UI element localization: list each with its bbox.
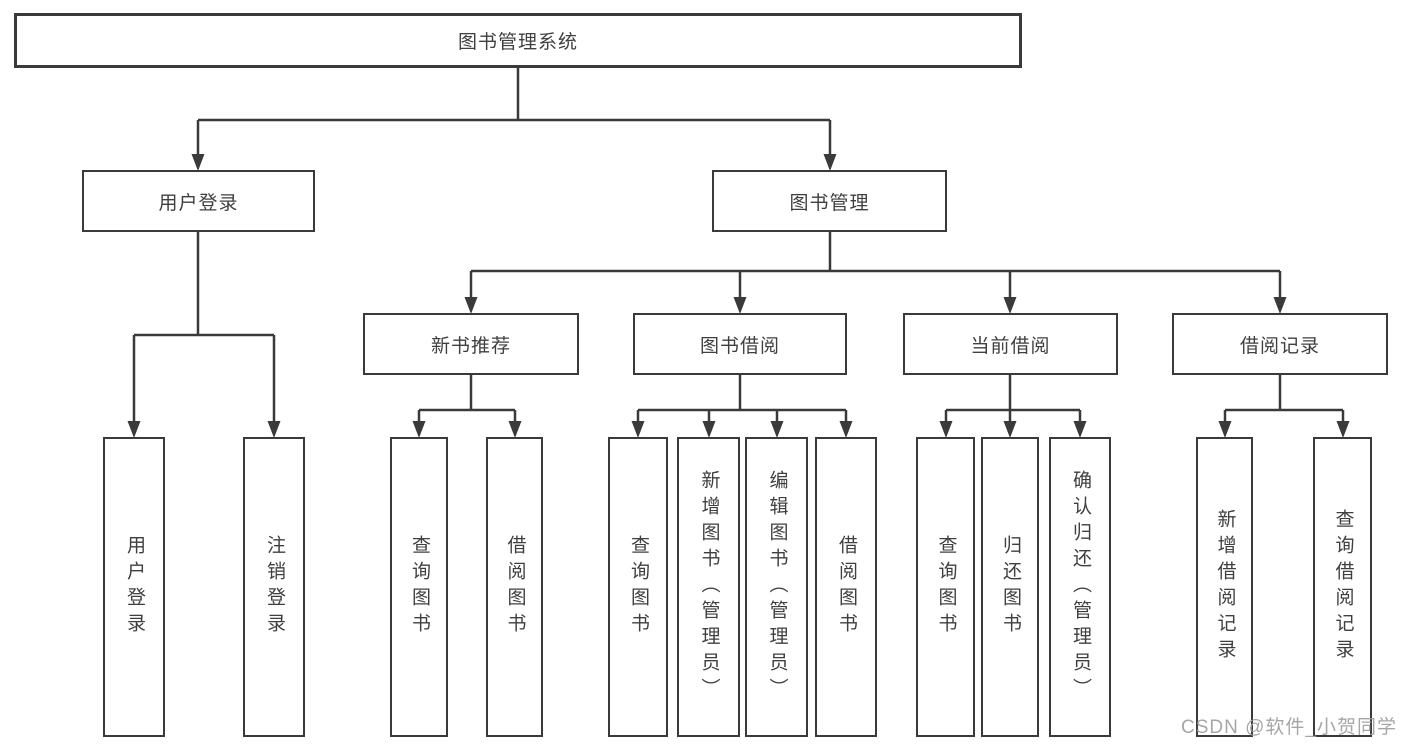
connector-bookmgmt-to-level3 [464,232,1287,314]
connector-bookborrow-to-leaves [631,375,853,438]
leaf-borrow-add-books-admin: 新增图书（管理员） [677,437,740,737]
node-user-login: 用户登录 [82,170,315,232]
node-book-management: 图书管理 [712,170,947,232]
node-book-borrow: 图书借阅 [633,313,847,375]
connector-newbooks-to-leaves [412,375,522,438]
connector-borrowrecords-to-leaves [1218,375,1350,438]
leaf-current-query-books: 查询图书 [916,437,975,737]
leaf-borrow-query-books: 查询图书 [608,437,668,737]
leaf-borrow-edit-books-admin: 编辑图书（管理员） [745,437,808,737]
leaf-newbooks-query-books: 查询图书 [390,437,448,737]
connector-root-to-level2 [191,68,837,171]
node-current-borrow: 当前借阅 [903,313,1118,375]
node-library-management-system: 图书管理系统 [14,13,1022,68]
leaf-borrow-borrow-books: 借阅图书 [815,437,877,737]
node-new-book-recommend: 新书推荐 [363,313,579,375]
connector-userlogin-to-leaves [127,232,281,438]
leaf-records-add-record: 新增借阅记录 [1196,437,1253,737]
leaf-user-login: 用户登录 [103,437,165,737]
leaf-current-return-books: 归还图书 [981,437,1039,737]
leaf-logout: 注销登录 [243,437,305,737]
connector-currentborrow-to-leaves [939,375,1087,438]
leaf-records-query-record: 查询借阅记录 [1313,437,1372,737]
csdn-watermark: CSDN @软件_小贺同学 [1181,717,1397,738]
node-borrow-records: 借阅记录 [1172,313,1388,375]
leaf-current-confirm-return-admin: 确认归还（管理员） [1049,437,1111,737]
leaf-newbooks-borrow-books: 借阅图书 [486,437,543,737]
